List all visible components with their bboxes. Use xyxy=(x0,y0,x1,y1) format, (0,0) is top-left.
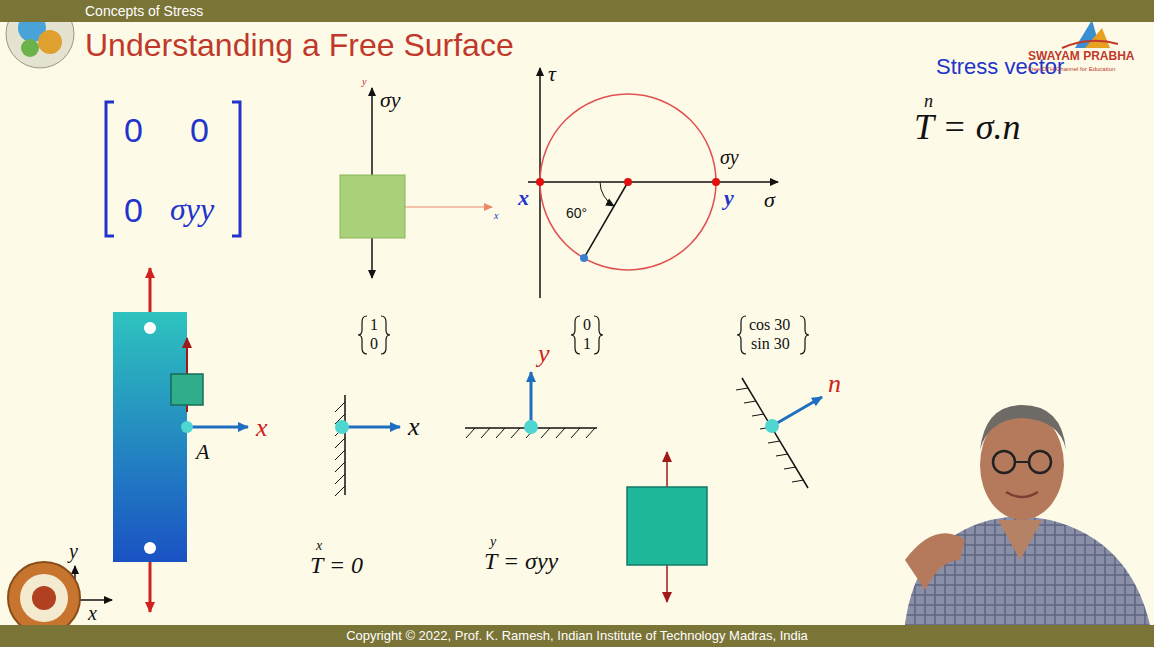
vector-component: sin 30 xyxy=(751,335,790,353)
axis-label: τ xyxy=(548,62,556,86)
vector-component: 0 xyxy=(370,335,378,353)
vector-component: 1 xyxy=(370,316,378,334)
matrix-entry: σyy xyxy=(170,192,214,227)
header-band: Concepts of Stress xyxy=(0,0,1154,22)
vector-superscript: x xyxy=(316,538,322,553)
stress-label: σy xyxy=(380,88,401,112)
vector-superscript: y xyxy=(490,534,496,549)
footer-band: Copyright © 2022, Prof. K. Ramesh, India… xyxy=(0,625,1154,647)
presenter-figure xyxy=(905,405,1150,625)
free-surface-y xyxy=(465,372,597,438)
stress-element xyxy=(340,88,492,278)
vector-braces xyxy=(358,316,809,354)
vector-component: cos 30 xyxy=(749,316,790,334)
plane-point-label: y xyxy=(724,186,734,210)
teal-element xyxy=(627,452,707,602)
free-surface-x xyxy=(335,395,400,496)
equation: T = σyy xyxy=(484,548,558,574)
matrix-brackets xyxy=(106,102,240,236)
logo-tagline: Free DTH Channel for Education xyxy=(1028,66,1115,73)
slide-title: Understanding a Free Surface xyxy=(85,28,514,63)
point-label: A xyxy=(196,440,209,464)
axis-label: y xyxy=(362,76,366,87)
institute-seal xyxy=(8,562,80,634)
axis-label: x xyxy=(88,602,97,624)
stress-label: σy xyxy=(720,146,739,168)
equation: T = 0 xyxy=(310,552,363,578)
matrix-entry: 0 xyxy=(124,192,143,229)
band-text: Copyright © 2022, Prof. K. Ramesh, India… xyxy=(346,625,808,647)
matrix-entry: 0 xyxy=(190,112,209,149)
vector-component: 0 xyxy=(583,316,591,334)
axis-label: x xyxy=(256,414,268,443)
axis-label: x xyxy=(494,210,498,221)
inclined-surface xyxy=(736,378,822,488)
mohr-circle xyxy=(528,68,778,298)
tension-bar xyxy=(113,268,248,612)
plane-point-label: x xyxy=(518,186,529,210)
axis-label: x xyxy=(408,413,420,442)
normal-label: n xyxy=(828,370,841,399)
band-text: Concepts of Stress xyxy=(85,0,203,22)
swayam-logo xyxy=(1062,20,1118,48)
axis-label: σ xyxy=(764,188,775,212)
equation: T = σ.n xyxy=(914,108,1020,148)
matrix-entry: 0 xyxy=(124,112,143,149)
axis-label: y xyxy=(538,340,550,369)
vector-component: 1 xyxy=(583,335,591,353)
axis-label: y xyxy=(69,540,78,562)
angle-label: 60° xyxy=(566,206,587,221)
